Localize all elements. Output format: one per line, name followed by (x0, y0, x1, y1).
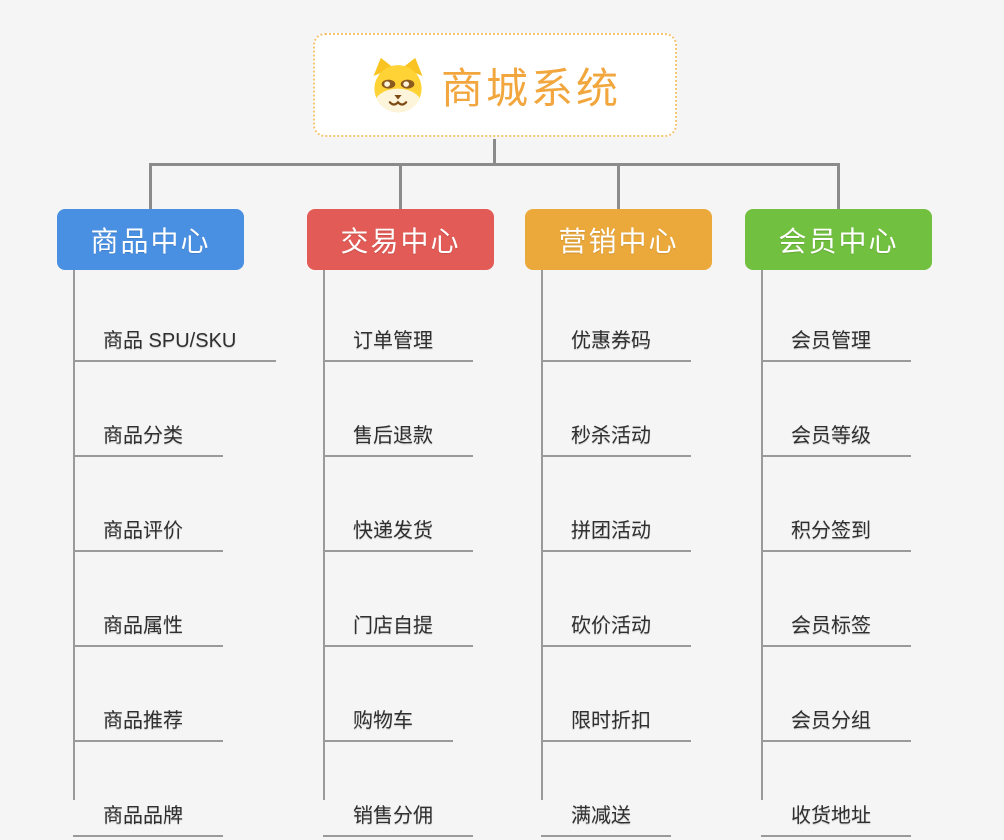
branch-leaves: 订单管理 售后退款 快递发货 门店自提 购物车 销售分佣 (323, 270, 494, 837)
connector-drop-marketing (617, 165, 620, 209)
connector-horizontal-bar (149, 163, 840, 166)
leaf-item[interactable]: 订单管理 (323, 270, 473, 362)
branch-header-trade[interactable]: 交易中心 (307, 209, 494, 270)
leaf-item[interactable]: 拼团活动 (541, 457, 691, 552)
leaf-item[interactable]: 门店自提 (323, 552, 473, 647)
leaf-item[interactable]: 会员管理 (761, 270, 911, 362)
branch-leaves: 会员管理 会员等级 积分签到 会员标签 会员分组 收货地址 (761, 270, 932, 837)
branch-leaves: 优惠券码 秒杀活动 拼团活动 砍价活动 限时折扣 满减送 (541, 270, 712, 837)
leaf-item[interactable]: 售后退款 (323, 362, 473, 457)
leaf-item[interactable]: 会员分组 (761, 647, 911, 742)
root-node[interactable]: 商城系统 (313, 33, 677, 137)
branch-leaves: 商品 SPU/SKU 商品分类 商品评价 商品属性 商品推荐 商品品牌 (73, 270, 277, 837)
leaf-item[interactable]: 快递发货 (323, 457, 473, 552)
branch-header-product[interactable]: 商品中心 (57, 209, 244, 270)
leaf-item[interactable]: 商品分类 (73, 362, 223, 457)
connector-drop-product (149, 165, 152, 209)
leaf-item[interactable]: 会员等级 (761, 362, 911, 457)
branch-header-member[interactable]: 会员中心 (745, 209, 932, 270)
leaf-item[interactable]: 商品品牌 (73, 742, 223, 837)
branch-header-marketing[interactable]: 营销中心 (525, 209, 712, 270)
leaf-item[interactable]: 购物车 (323, 647, 453, 742)
leaf-item[interactable]: 满减送 (541, 742, 671, 837)
branch-trade-center: 交易中心 订单管理 售后退款 快递发货 门店自提 购物车 销售分佣 (307, 209, 494, 837)
leaf-item[interactable]: 会员标签 (761, 552, 911, 647)
leaf-item[interactable]: 收货地址 (761, 742, 911, 837)
leaf-item[interactable]: 商品评价 (73, 457, 223, 552)
leaf-item[interactable]: 砍价活动 (541, 552, 691, 647)
root-title: 商城系统 (440, 64, 621, 112)
leaf-item[interactable]: 商品推荐 (73, 647, 223, 742)
branch-member-center: 会员中心 会员管理 会员等级 积分签到 会员标签 会员分组 收货地址 (745, 209, 932, 837)
branch-product-center: 商品中心 商品 SPU/SKU 商品分类 商品评价 商品属性 商品推荐 商品品牌 (57, 209, 277, 837)
leaf-item[interactable]: 商品属性 (73, 552, 223, 647)
dog-face-icon (373, 57, 423, 113)
leaf-item[interactable]: 积分签到 (761, 457, 911, 552)
leaf-item[interactable]: 秒杀活动 (541, 362, 691, 457)
connector-drop-trade (399, 165, 402, 209)
leaf-item[interactable]: 商品 SPU/SKU (73, 270, 277, 362)
connector-root-stem (493, 139, 496, 164)
leaf-item[interactable]: 销售分佣 (323, 742, 473, 837)
leaf-item[interactable]: 限时折扣 (541, 647, 691, 742)
connector-drop-member (837, 165, 840, 209)
leaf-item[interactable]: 优惠券码 (541, 270, 691, 362)
branch-marketing-center: 营销中心 优惠券码 秒杀活动 拼团活动 砍价活动 限时折扣 满减送 (525, 209, 712, 837)
